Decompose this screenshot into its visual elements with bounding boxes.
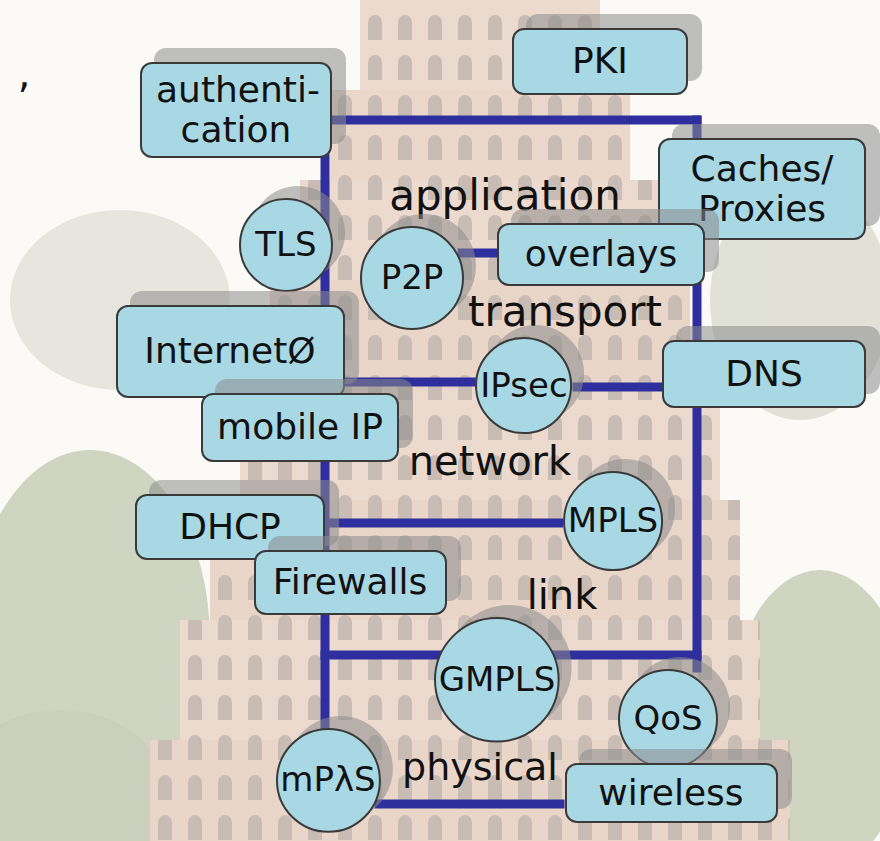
node-text: authenti- cation <box>156 70 316 149</box>
protocol-circle: IPsec <box>475 337 572 434</box>
protocol-circle: QoS <box>618 669 718 769</box>
circle-face <box>361 227 463 329</box>
node-text: GMPLS <box>439 661 556 698</box>
topic-box: PKI <box>512 28 688 95</box>
circle-face <box>619 670 717 768</box>
connector-line <box>325 519 563 528</box>
layer-label: application <box>389 172 621 220</box>
circle-face <box>240 199 332 291</box>
connector-line <box>573 383 662 392</box>
node-text: P2P <box>381 259 444 296</box>
stray-mark: , <box>18 50 31 96</box>
protocol-circle: MPLS <box>563 471 663 571</box>
topic-box: Firewalls <box>254 550 447 615</box>
protocol-circle: TLS <box>239 198 333 292</box>
protocol-circle: GMPLS <box>434 617 560 743</box>
layer-label: physical <box>402 746 558 790</box>
connector-line <box>375 800 565 809</box>
node-text: wireless <box>598 773 743 813</box>
connector-line <box>345 378 476 387</box>
node-text: DNS <box>725 354 803 394</box>
tower-arches <box>330 90 630 180</box>
circle-face <box>564 472 662 570</box>
circle-face <box>277 729 380 832</box>
node-text: QoS <box>633 700 702 737</box>
topic-box: mobile IP <box>201 393 399 462</box>
topic-box: InternetØ <box>116 305 345 398</box>
topic-box: authenti- cation <box>140 62 332 157</box>
node-text: Caches/ Proxies <box>682 149 842 228</box>
frame-line <box>325 116 697 125</box>
node-text: mobile IP <box>217 407 383 447</box>
node-text: PKI <box>572 41 628 81</box>
node-text: TLS <box>255 226 316 263</box>
node-text: DHCP <box>179 507 281 547</box>
circle-face <box>476 338 571 433</box>
node-text: Firewalls <box>273 562 428 602</box>
topic-box: overlays <box>497 223 705 286</box>
layer-label: network <box>409 438 571 484</box>
layer-label: link <box>527 572 598 618</box>
protocol-circle: mPλS <box>276 728 381 833</box>
node-text: mPλS <box>280 761 375 798</box>
node-text: InternetØ <box>144 331 315 371</box>
node-text: MPLS <box>568 502 658 539</box>
protocol-circle: P2P <box>360 226 464 330</box>
topic-box: DNS <box>662 340 866 408</box>
tower-tier <box>330 90 630 180</box>
node-text: IPsec <box>480 367 567 404</box>
topic-box: wireless <box>565 763 778 823</box>
tree <box>0 710 170 841</box>
node-text: overlays <box>525 234 677 274</box>
circle-face <box>435 618 559 742</box>
layer-label: transport <box>468 288 662 336</box>
